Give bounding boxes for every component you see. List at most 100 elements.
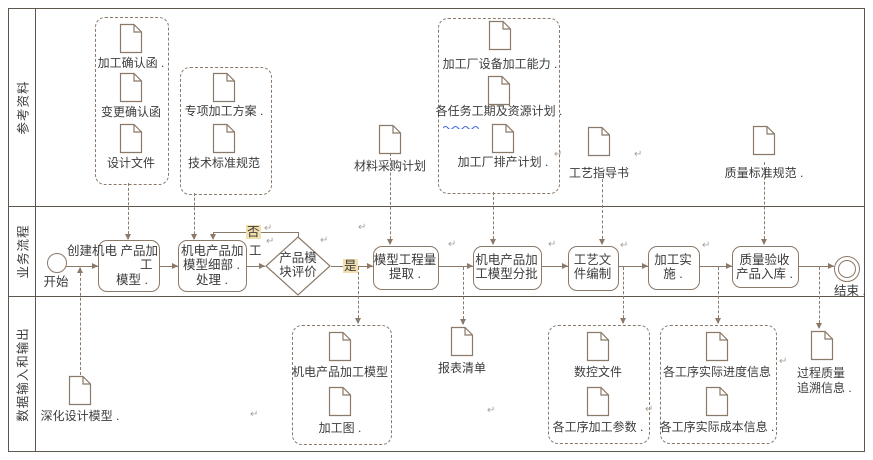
document-icon[interactable]: [752, 125, 776, 156]
artifact-group[interactable]: [95, 17, 169, 185]
task-label: 创建机电 产品加: [67, 244, 158, 258]
document-icon[interactable]: [488, 20, 512, 51]
task-node[interactable]: [648, 246, 700, 290]
document-icon[interactable]: [378, 124, 402, 155]
lane-label-process: 业务流程: [16, 223, 31, 279]
task-node[interactable]: [568, 246, 619, 291]
lane-divider-1: [8, 206, 864, 207]
document-icon[interactable]: [119, 23, 143, 54]
document-icon[interactable]: [491, 123, 515, 154]
document-icon[interactable]: [119, 123, 143, 154]
document-icon[interactable]: [328, 331, 352, 362]
document-icon[interactable]: [68, 375, 92, 406]
arrowhead-down-icon: [386, 239, 393, 245]
gateway-diamond[interactable]: [265, 236, 331, 296]
task-label: 质量验收: [739, 253, 790, 267]
sequence-flow-line: [437, 266, 473, 267]
task-label: 产品入库 .: [736, 267, 793, 281]
task-node[interactable]: [732, 246, 799, 288]
pool-border: [8, 8, 865, 452]
document-icon[interactable]: [587, 126, 611, 157]
document-icon[interactable]: [119, 72, 143, 103]
arrowhead-right-icon: [172, 263, 178, 269]
artifact-group[interactable]: [438, 18, 560, 194]
gateway-label: 产品模: [279, 251, 317, 265]
arrowhead-right-icon: [467, 263, 473, 269]
sequence-flow-line: [617, 266, 648, 267]
paragraph-mark-icon: ↵: [645, 404, 654, 415]
sequence-flow-line: [698, 266, 732, 267]
document-label: 报表清单: [437, 361, 486, 375]
arrowhead-up-icon: [76, 267, 83, 273]
paragraph-mark-icon: ↵: [266, 236, 275, 247]
document-icon[interactable]: [810, 330, 834, 361]
document-label: 各工序实际成本信息 .: [659, 420, 775, 434]
document-label: 深化设计模型 .: [40, 409, 120, 423]
document-icon[interactable]: [586, 386, 610, 417]
paragraph-mark-icon: ↵: [448, 239, 457, 250]
task-node[interactable]: [373, 246, 439, 290]
arrowhead-right-icon: [726, 263, 732, 269]
task-label: 工艺文: [573, 253, 612, 267]
artifact-group[interactable]: [548, 325, 650, 444]
paragraph-mark-icon: ↵: [634, 149, 643, 160]
document-icon[interactable]: [586, 331, 610, 362]
task-label: 工: [140, 258, 153, 272]
data-association-line: [493, 192, 494, 244]
end-event-inner-ring: [838, 260, 856, 278]
data-association-line: [390, 153, 391, 244]
artifact-group[interactable]: [180, 67, 272, 195]
task-node[interactable]: [178, 240, 247, 292]
sequence-flow-line: [245, 266, 265, 267]
arrowhead-down-icon: [209, 234, 216, 240]
arrowhead-down-icon: [619, 318, 626, 324]
arrowhead-right-icon: [562, 263, 568, 269]
data-association-line: [358, 267, 359, 323]
spellcheck-squiggle-icon: [442, 116, 484, 130]
arrowhead-down-icon: [354, 318, 361, 324]
paragraph-mark-icon: ↵: [779, 356, 788, 367]
task-label: 工: [249, 244, 262, 258]
lane-header-process: 业务流程: [8, 206, 35, 296]
artifact-group[interactable]: [660, 325, 777, 444]
paragraph-mark-icon: ↵: [487, 405, 496, 416]
document-icon[interactable]: [212, 72, 236, 103]
arrowhead-down-icon: [124, 234, 131, 240]
paragraph-mark-icon: ↵: [358, 222, 367, 233]
task-node[interactable]: [98, 240, 160, 292]
data-association-line: [602, 179, 603, 244]
document-label: 加工确认函 .: [97, 56, 165, 70]
document-label: 加工厂排产计划 .: [457, 155, 549, 169]
task-label: 加工实: [654, 253, 692, 267]
document-icon[interactable]: [450, 326, 474, 357]
arrowhead-right-icon: [367, 263, 373, 269]
sequence-flow-line: [797, 266, 834, 267]
document-icon[interactable]: [487, 75, 511, 106]
task-label: 模型 .: [116, 273, 148, 287]
end-event-label: 结束 .: [834, 284, 866, 298]
document-icon[interactable]: [705, 386, 729, 417]
gateway-label: 块评价: [279, 265, 317, 279]
task-label: 模型细部 .: [183, 258, 240, 272]
task-label: 工模型分批: [475, 267, 538, 281]
arrowhead-right-icon: [642, 263, 648, 269]
task-node[interactable]: [473, 246, 542, 290]
lane-header-data-io: 数据输入和输出: [8, 296, 35, 452]
document-label: 数控文件: [573, 365, 622, 379]
document-label: 加工厂设备加工能力 .: [442, 57, 558, 71]
data-association-line: [194, 193, 195, 239]
yes-branch-label: 是: [343, 259, 358, 273]
artifact-group[interactable]: [292, 325, 392, 445]
lane-divider-2: [8, 296, 864, 297]
document-icon[interactable]: [212, 123, 236, 154]
document-label: 各工序实际进度信息: [662, 365, 771, 379]
document-label: 变更确认函: [100, 105, 161, 119]
task-label: 施 .: [663, 267, 683, 281]
document-icon[interactable]: [705, 331, 729, 362]
arrowhead-down-icon: [815, 323, 822, 329]
arrowhead-down-icon: [489, 239, 496, 245]
document-icon[interactable]: [328, 386, 352, 417]
start-event[interactable]: [47, 253, 67, 273]
sequence-flow-line: [65, 266, 98, 267]
